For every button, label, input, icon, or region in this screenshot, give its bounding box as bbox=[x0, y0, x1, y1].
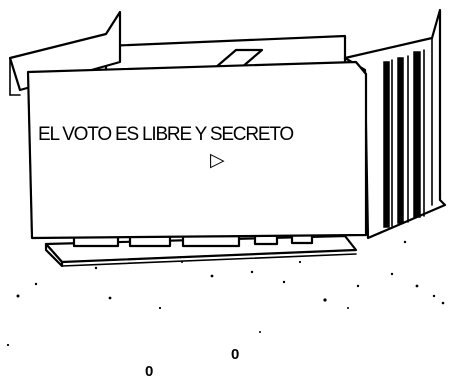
booth-left-wall bbox=[8, 10, 122, 96]
stray-mark-right: 0 bbox=[231, 346, 239, 363]
booth-right-wall bbox=[343, 8, 447, 240]
booth-front-panel bbox=[26, 60, 368, 240]
stray-mark-left: 0 bbox=[145, 363, 153, 380]
play-arrow-icon: ▷ bbox=[210, 150, 225, 171]
ground-specks bbox=[6, 240, 445, 347]
booth-slogan: EL VOTO ES LIBRE Y SECRETO bbox=[38, 124, 293, 145]
